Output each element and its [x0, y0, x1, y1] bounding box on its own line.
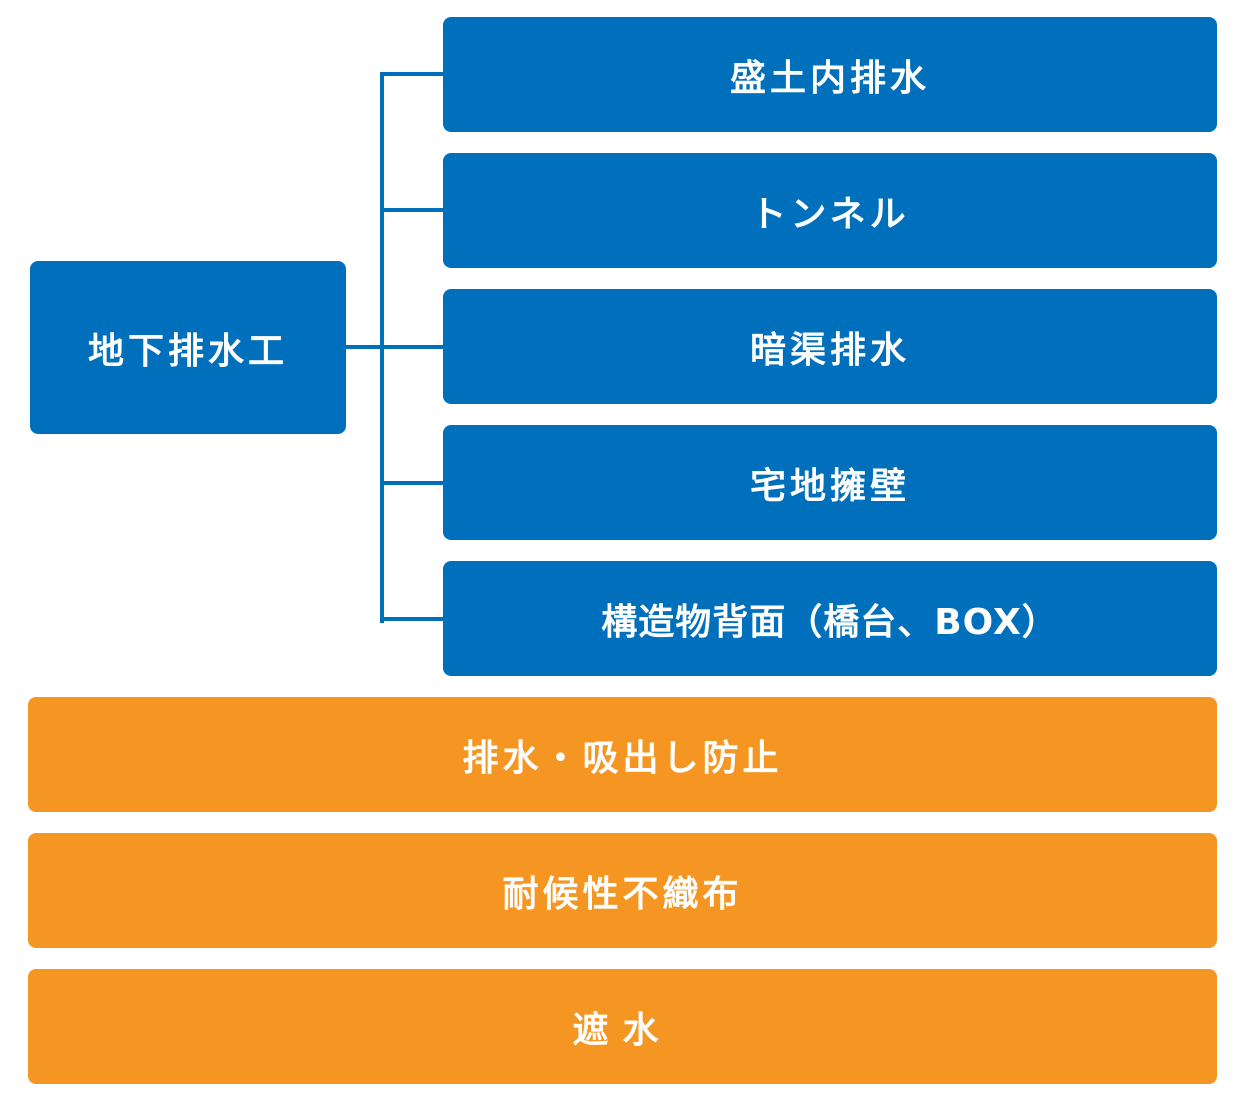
branch-node-retaining-wall: 宅地擁壁 [443, 425, 1217, 540]
root-node-label: 地下排水工 [87, 330, 288, 372]
branch-connector-line-5 [380, 617, 444, 621]
branch-node-label: 盛土内排水 [729, 57, 930, 99]
root-node: 地下排水工 [30, 261, 346, 434]
function-bar-drainage-prevention: 排水・吸出し防止 [28, 697, 1217, 812]
function-bar-weather-resistant-nonwoven: 耐候性不織布 [28, 833, 1217, 948]
branch-node-embankment-drainage: 盛土内排水 [443, 17, 1217, 132]
branch-connector-line-2 [380, 208, 444, 212]
branch-node-structure-back: 構造物背面（橋台、BOX） [443, 561, 1217, 676]
branch-node-label: 構造物背面（橋台、BOX） [601, 601, 1059, 643]
branch-connector-line-4 [380, 481, 444, 485]
function-bar-water-shielding: 遮水 [28, 969, 1217, 1084]
branch-node-culvert-drainage: 暗渠排水 [443, 289, 1217, 404]
branch-connector-line-3 [380, 345, 444, 349]
branch-node-label: 宅地擁壁 [749, 465, 910, 507]
root-connector-line [346, 345, 386, 349]
branch-node-label: トンネル [750, 193, 910, 235]
branch-node-tunnel: トンネル [443, 153, 1217, 268]
function-bar-label: 耐候性不織布 [502, 873, 743, 915]
function-bar-label: 遮水 [572, 1009, 673, 1051]
function-bar-label: 排水・吸出し防止 [462, 737, 783, 779]
branch-connector-line-1 [380, 72, 444, 76]
branch-node-label: 暗渠排水 [749, 329, 910, 371]
